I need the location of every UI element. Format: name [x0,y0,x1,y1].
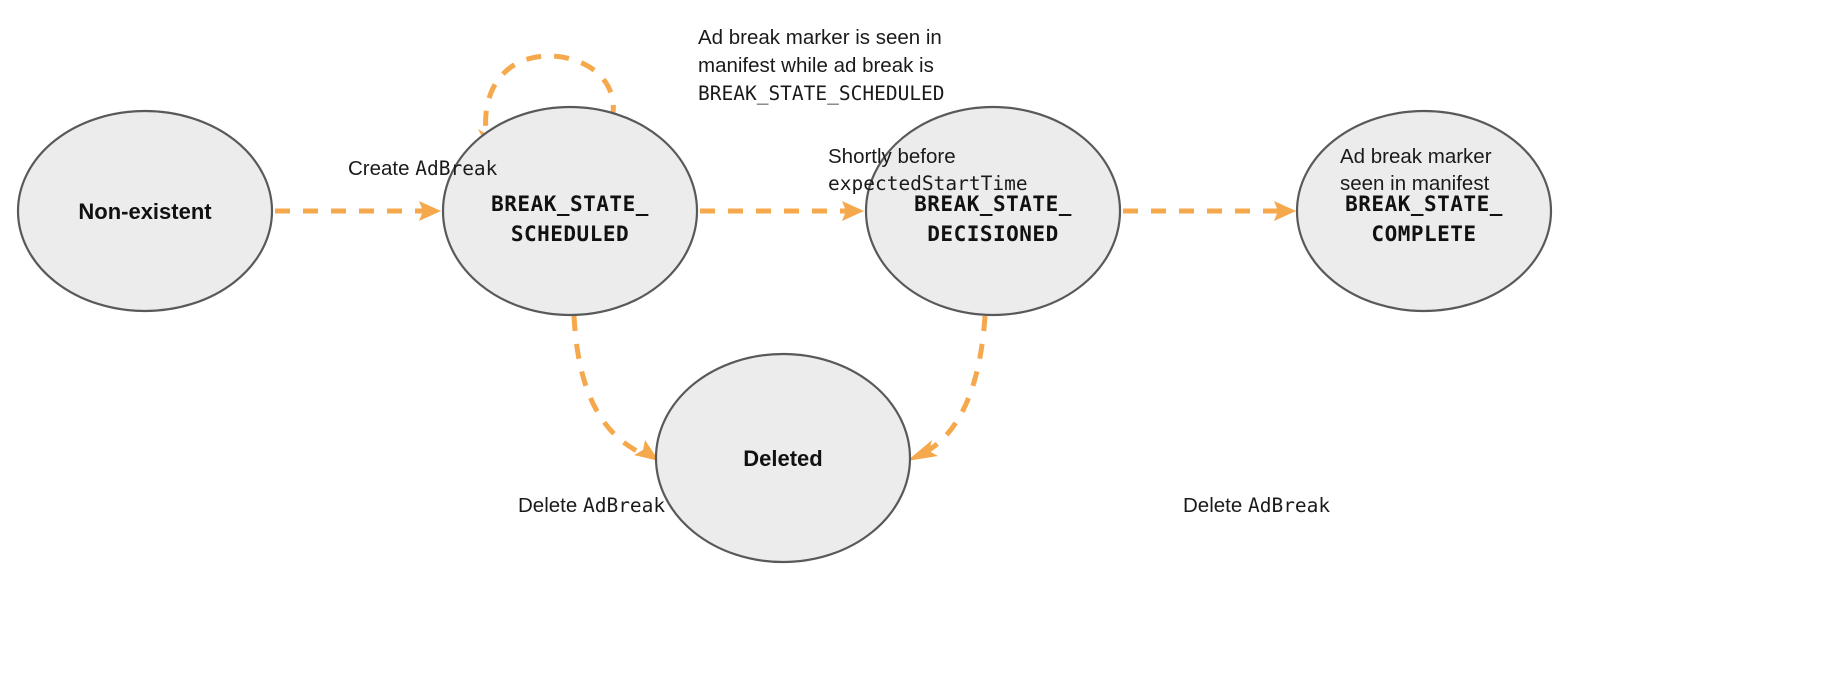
edge-label-delete-left-mono: AdBreak [583,494,665,517]
edge-label-delete-from-scheduled: Delete AdBreak [518,494,665,517]
edge-label-self-loop: Ad break marker is seen in manifest whil… [698,26,945,105]
edge-shortly-before-arrowhead [842,201,864,221]
edge-label-delete-from-decisioned-text: Delete AdBreak [1183,494,1330,517]
edge-create-adbreak [275,201,441,221]
edge-self-loop-line [483,53,616,141]
node-break-state-complete-label-line2: COMPLETE [1371,222,1476,246]
edge-label-shortly-before-line2: expectedStartTime [828,172,1028,195]
node-deleted[interactable]: Deleted [654,352,912,564]
edge-delete-from-scheduled [571,315,659,461]
node-break-state-complete[interactable]: BREAK_STATE_ COMPLETE [1295,109,1553,313]
node-break-state-decisioned-shape[interactable] [864,105,1122,317]
edge-label-create-adbreak-sans: Create [348,157,415,180]
edge-delete-from-decisioned-line [918,315,988,458]
edge-label-create-adbreak-mono: AdBreak [415,157,497,180]
edge-marker-seen-in-manifest [1123,201,1296,221]
edge-label-delete-from-decisioned: Delete AdBreak [1183,494,1330,517]
edge-label-delete-right-sans: Delete [1183,494,1248,517]
edge-label-self-loop-line3: BREAK_STATE_SCHEDULED [698,82,945,105]
edge-shortly-before [700,201,864,221]
edge-label-delete-left-sans: Delete [518,494,583,517]
edge-label-self-loop-line2: manifest while ad break is [698,54,934,77]
node-break-state-scheduled[interactable]: BREAK_STATE_ SCHEDULED [441,105,699,317]
node-break-state-complete-shape[interactable] [1295,109,1553,313]
node-break-state-decisioned[interactable]: BREAK_STATE_ DECISIONED [864,105,1122,317]
node-break-state-complete-label-line1: BREAK_STATE_ [1345,192,1503,216]
edge-delete-from-decisioned [907,315,988,461]
edge-label-marker-seen: Ad break marker seen in manifest [1340,145,1492,195]
node-non-existent-label: Non-existent [78,199,212,224]
edge-label-self-loop-line1: Ad break marker is seen in [698,26,942,49]
node-break-state-scheduled-shape[interactable] [441,105,699,317]
node-non-existent[interactable]: Non-existent [16,109,274,313]
node-break-state-decisioned-label-line1: BREAK_STATE_ [914,192,1072,216]
edge-delete-from-scheduled-arrowhead [634,440,659,461]
edge-label-shortly-before: Shortly before expectedStartTime [828,145,1028,195]
node-deleted-shape[interactable] [654,352,912,564]
edge-label-create-adbreak-text: Create AdBreak [348,157,498,180]
edge-create-adbreak-arrowhead [419,201,441,221]
node-break-state-scheduled-label-line1: BREAK_STATE_ [491,192,649,216]
edge-label-create-adbreak: Create AdBreak [348,157,498,180]
node-break-state-scheduled-label-line2: SCHEDULED [511,222,629,246]
node-deleted-label: Deleted [743,446,822,471]
edge-delete-from-decisioned-arrowhead [907,440,938,461]
node-non-existent-shape[interactable] [16,109,274,313]
edge-delete-from-scheduled-line [571,315,647,458]
edge-label-delete-right-mono: AdBreak [1248,494,1330,517]
node-break-state-decisioned-label-line2: DECISIONED [927,222,1058,246]
edge-label-marker-seen-line1: Ad break marker [1340,145,1492,168]
edge-label-marker-seen-line2: seen in manifest [1340,172,1490,195]
edge-label-shortly-before-line1: Shortly before [828,145,956,168]
edge-marker-seen-arrowhead [1274,201,1296,221]
edge-label-delete-from-scheduled-text: Delete AdBreak [518,494,665,517]
